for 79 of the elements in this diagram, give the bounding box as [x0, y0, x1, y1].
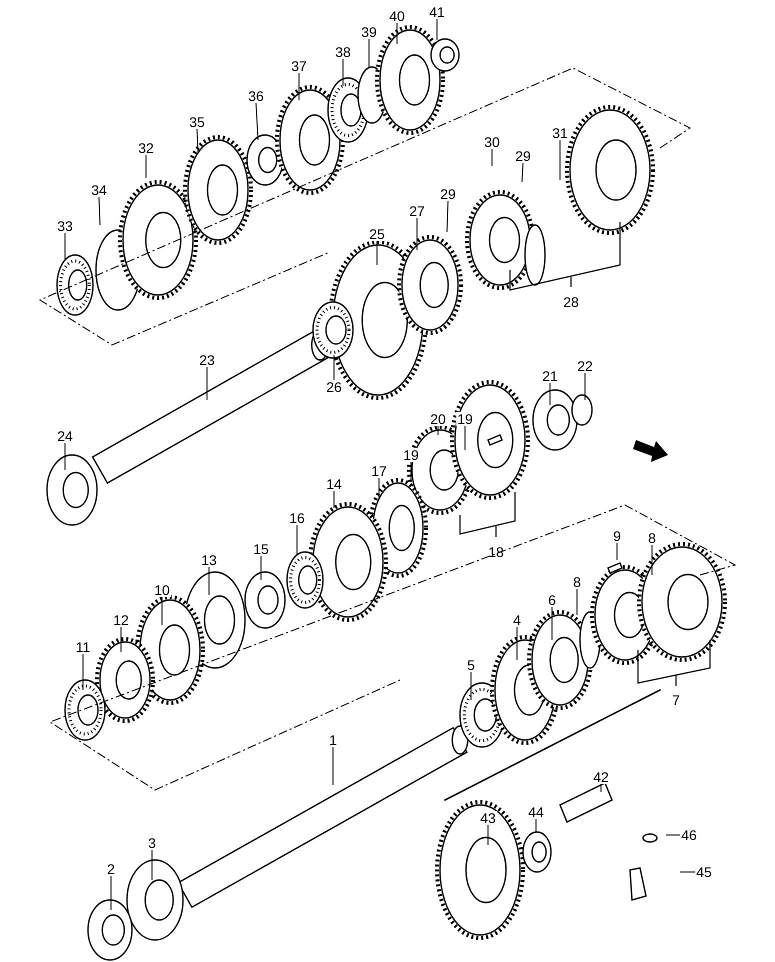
- callout-number: 29: [514, 149, 532, 163]
- callout-number: 11: [74, 640, 92, 654]
- callout-number: 6: [547, 593, 557, 607]
- callout-number: 19: [402, 448, 420, 462]
- leader-line: [64, 442, 66, 470]
- callout-number: 25: [368, 227, 386, 241]
- callout-number: 24: [56, 429, 74, 443]
- callout-number: 35: [188, 115, 206, 129]
- callout-number: 20: [429, 412, 447, 426]
- leader-line: [600, 784, 602, 792]
- callout-number: 18: [487, 545, 505, 559]
- callout-number: 36: [247, 89, 265, 103]
- leader-line: [342, 58, 344, 86]
- callout-number: 10: [153, 583, 171, 597]
- callout-number: 2: [106, 862, 116, 876]
- callout-number: 7: [671, 693, 681, 707]
- callout-number: 46: [680, 828, 698, 842]
- leader-line: [120, 626, 122, 652]
- callout-number: 26: [325, 380, 343, 394]
- leader-line: [376, 240, 378, 266]
- leader-line: [666, 834, 681, 836]
- callout-number: 29: [439, 187, 457, 201]
- leader-line: [296, 524, 298, 556]
- leader-line: [206, 366, 208, 400]
- callout-number: 32: [137, 141, 155, 155]
- callout-number: 31: [551, 126, 569, 140]
- callout-number: 8: [647, 531, 657, 545]
- callout-number: 22: [576, 359, 594, 373]
- callout-number: 19: [456, 412, 474, 426]
- leader-line: [82, 654, 84, 690]
- callout-number: 17: [370, 464, 388, 478]
- callout-number: 16: [288, 511, 306, 525]
- leader-line: [196, 128, 198, 152]
- callout-number: 39: [360, 25, 378, 39]
- callout-number: 5: [466, 658, 476, 672]
- callout-number: 44: [527, 805, 545, 819]
- leader-line: [446, 200, 448, 232]
- leader-line: [332, 746, 334, 786]
- callout-number: 37: [290, 59, 308, 73]
- callout-number: 41: [428, 5, 446, 19]
- callout-number: 15: [252, 542, 270, 556]
- callout-number: 33: [56, 219, 74, 233]
- leader-line: [98, 196, 100, 226]
- leader-line: [368, 38, 370, 68]
- leader-line: [522, 162, 524, 182]
- callout-number: 27: [408, 204, 426, 218]
- callout-number: 12: [112, 613, 130, 627]
- callout-number: 13: [200, 553, 218, 567]
- leader-line: [110, 876, 112, 910]
- callout-number: 14: [325, 477, 343, 491]
- callout-number: 43: [479, 811, 497, 825]
- callout-number: 28: [562, 295, 580, 309]
- callout-number: 34: [90, 183, 108, 197]
- callout-number: 23: [198, 353, 216, 367]
- leader-line: [464, 426, 466, 450]
- leader-line: [256, 102, 258, 140]
- callout-number: 9: [612, 529, 622, 543]
- leader-line: [378, 478, 380, 500]
- callout-number: 1: [328, 733, 338, 747]
- callout-number: 42: [592, 770, 610, 784]
- callout-number: 8: [572, 575, 582, 589]
- callout-number: 4: [512, 613, 522, 627]
- leader-line: [416, 218, 418, 250]
- leader-line: [260, 556, 262, 580]
- callout-number: 45: [695, 865, 713, 879]
- leader-line: [64, 232, 66, 260]
- callout-number: 40: [388, 9, 406, 23]
- leader-line: [584, 372, 586, 400]
- callout-number: 38: [334, 45, 352, 59]
- callout-number: 30: [483, 135, 501, 149]
- callout-number: 3: [147, 836, 157, 850]
- leader-line: [436, 18, 438, 40]
- leader-line: [396, 22, 398, 44]
- leader-line: [410, 462, 412, 482]
- leader-line: [298, 72, 300, 100]
- leader-line: [576, 588, 578, 616]
- leader-line: [616, 542, 618, 560]
- callout-number: 21: [541, 369, 559, 383]
- leader-line: [470, 672, 472, 700]
